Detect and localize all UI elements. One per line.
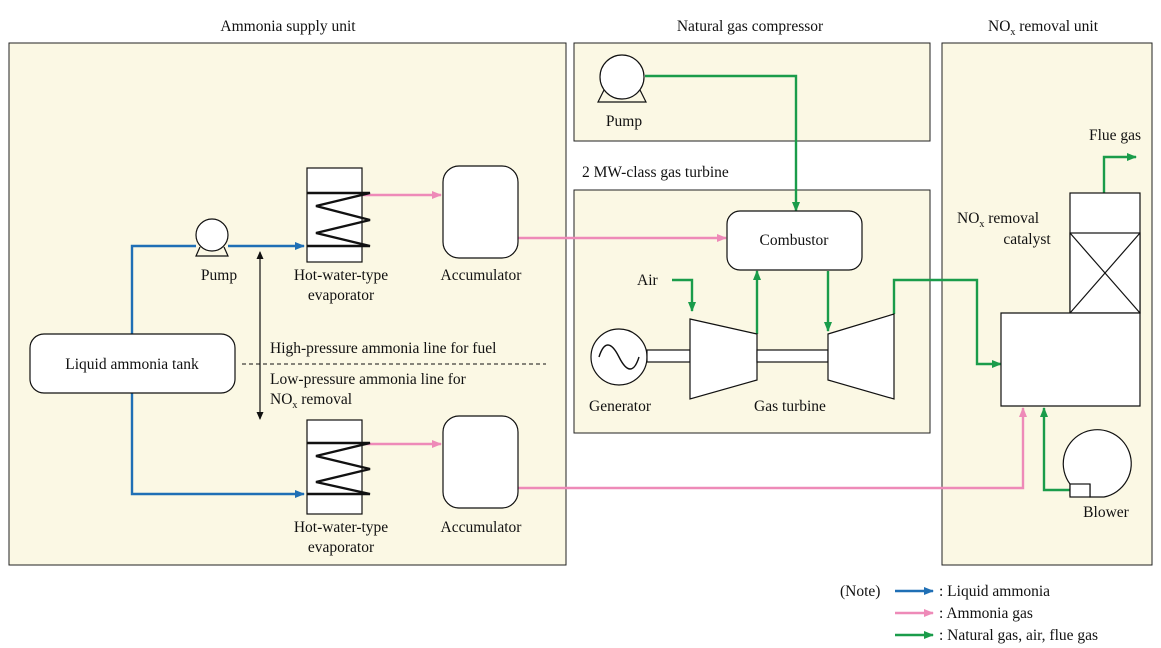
natural-gas-compressor-title: Natural gas compressor [677,18,824,35]
high-pressure-line-label: High-pressure ammonia line for fuel [270,340,496,357]
blower-label: Blower [1083,504,1129,521]
nox-removal-unit-title: NOx removal unit [988,18,1099,38]
pump-compressor [597,54,647,103]
nox-removal-catalyst [1000,192,1141,407]
blower [1062,429,1132,498]
accumulator-bottom-label: Accumulator [441,519,523,536]
air-label: Air [637,272,659,289]
combustor [726,210,863,271]
evaporator-top [306,167,371,263]
nox-catalyst-label-1: NOx removal [957,210,1039,230]
legend: (Note) : Liquid ammonia : Ammonia gas : … [840,583,1098,644]
legend-label-liquid-ammonia: : Liquid ammonia [939,583,1050,600]
legend-label-ammonia-gas: : Ammonia gas [939,605,1033,622]
liquid-ammonia-tank-label: Liquid ammonia tank [65,356,199,373]
low-pressure-line-label-1: Low-pressure ammonia line for [270,371,467,388]
gas-turbine [646,313,895,400]
evaporator-bottom [306,419,371,515]
legend-label-natural-gas: : Natural gas, air, flue gas [939,627,1098,644]
ammonia-gas-lines [362,191,1027,490]
gas-turbine-label: Gas turbine [754,398,826,415]
pump-compressor-label: Pump [606,113,642,130]
liquid-ammonia-tank [29,333,236,394]
liquid-ammonia-lines [130,242,305,498]
generator-label: Generator [589,398,652,415]
pump-top [195,218,229,257]
flue-gas-label: Flue gas [1089,127,1141,144]
legend-note: (Note) [840,583,880,600]
accumulator-top-label: Accumulator [441,267,523,284]
natural-gas-air-flue-lines [645,74,1137,492]
gas-turbine-section-title: 2 MW-class gas turbine [582,164,729,181]
evaporator-top-label-line1: Hot-water-type [294,267,388,284]
combustor-label: Combustor [760,232,830,249]
evaporator-bottom-label-line1: Hot-water-type [294,519,388,536]
accumulator-bottom [442,415,519,509]
pump-top-label: Pump [201,267,237,284]
ammonia-supply-unit-title: Ammonia supply unit [220,18,356,35]
low-pressure-line-label-2: NOx removal [270,391,352,411]
generator [590,328,648,386]
pressure-line-split [242,251,546,420]
accumulator-top [442,165,519,259]
evaporator-bottom-label-line2: evaporator [308,539,375,556]
evaporator-top-label-line2: evaporator [308,287,375,304]
nox-catalyst-label-2: catalyst [1003,231,1051,248]
